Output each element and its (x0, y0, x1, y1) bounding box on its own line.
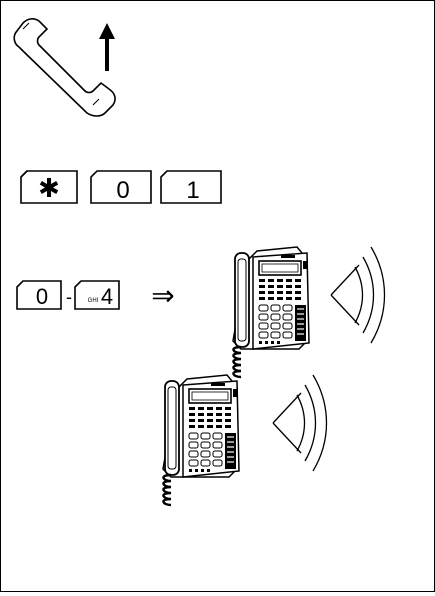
station-range: 0 - GHI 4 ⇒ (17, 280, 175, 311)
range-from-key: 0 (17, 281, 61, 309)
digit-key-0: 0 (91, 171, 151, 204)
range-to-label: 4 (101, 284, 113, 309)
desk-phone-icon-2 (163, 375, 239, 505)
handset-lift-icon (14, 19, 115, 116)
range-to-letters: GHI (88, 298, 99, 304)
digit-key-1: 1 (161, 171, 221, 204)
digit-key-0-label: 0 (116, 177, 129, 204)
ringing-waves-icon (331, 247, 385, 343)
desk-phone-icon (233, 247, 309, 377)
feature-code-keys: ✱ 0 1 (21, 171, 221, 204)
range-to-key: GHI 4 (75, 281, 119, 309)
result-arrow: ⇒ (151, 280, 174, 311)
star-key-icon: ✱ (21, 171, 77, 203)
star-key-label: ✱ (38, 173, 60, 203)
range-from-label: 0 (36, 284, 48, 309)
digit-key-1-label: 1 (186, 177, 199, 204)
range-separator: - (66, 287, 72, 307)
ringing-waves-icon-2 (273, 375, 327, 471)
